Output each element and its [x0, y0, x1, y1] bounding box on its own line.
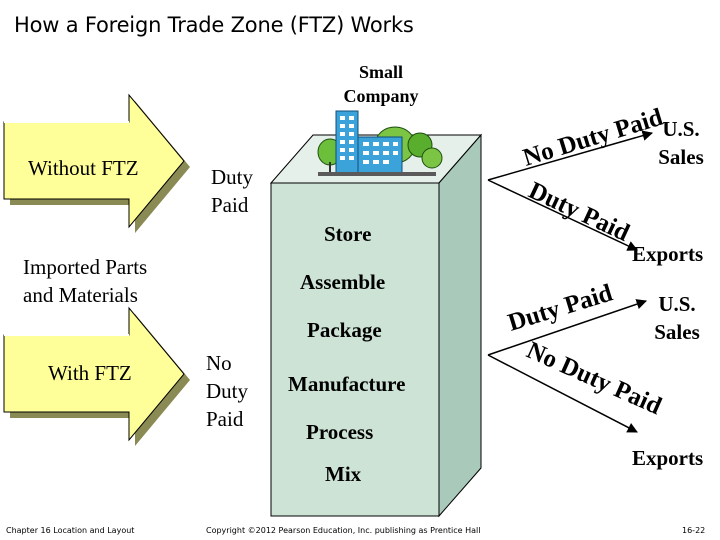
- without-ftz-label: Without FTZ: [28, 156, 139, 180]
- top-no-duty-paid-label: No Duty Paid: [520, 104, 666, 172]
- factory-building-icon: [317, 110, 443, 176]
- with-ftz-duty-line1: No: [206, 351, 232, 375]
- company-label-line1: Small: [358, 62, 403, 82]
- bottom-us-sales-line1: U.S.: [658, 292, 696, 316]
- top-exports-label: Exports: [632, 242, 704, 266]
- top-us-sales-line1: U.S.: [662, 117, 700, 141]
- activity-package: Package: [307, 318, 382, 342]
- slide-title: How a Foreign Trade Zone (FTZ) Works: [14, 13, 414, 37]
- top-us-sales-label: U.S. Sales: [648, 115, 714, 171]
- company-label-line2: Company: [343, 86, 419, 106]
- bottom-no-duty-paid-label: No Duty Paid: [523, 337, 666, 420]
- activity-process: Process: [306, 420, 374, 444]
- activity-assemble: Assemble: [300, 270, 386, 294]
- with-ftz-duty-line2: Duty: [206, 379, 248, 403]
- with-ftz-duty: No Duty Paid: [206, 349, 248, 433]
- top-us-sales-line2: Sales: [658, 145, 704, 169]
- bottom-arrow-exports: [487, 354, 638, 433]
- without-ftz-duty: Duty Paid: [211, 163, 253, 219]
- without-ftz-arrow: [3, 93, 190, 233]
- footer-page-number: 16-22: [682, 526, 706, 535]
- imported-parts-line1: Imported Parts: [23, 255, 148, 279]
- with-ftz-arrow: [3, 306, 190, 446]
- footer-chapter: Chapter 16 Location and Layout: [6, 526, 135, 535]
- activity-mix: Mix: [325, 462, 362, 486]
- top-duty-paid-label: Duty Paid: [524, 177, 633, 247]
- with-ftz-duty-line3: Paid: [206, 407, 244, 431]
- bottom-arrow-us-sales: [487, 299, 647, 356]
- bottom-us-sales-line2: Sales: [654, 320, 700, 344]
- with-ftz-label: With FTZ: [48, 361, 132, 385]
- imported-parts-label: Imported Parts and Materials: [23, 253, 147, 309]
- without-ftz-duty-line2: Paid: [211, 193, 249, 217]
- imported-parts-line2: and Materials: [23, 283, 138, 307]
- company-label: Small Company: [339, 60, 423, 108]
- without-ftz-duty-line1: Duty: [211, 165, 253, 189]
- bottom-duty-paid-label: Duty Paid: [505, 279, 616, 336]
- activity-manufacture: Manufacture: [288, 372, 406, 396]
- footer-copyright: Copyright ©2012 Pearson Education, Inc. …: [206, 526, 481, 535]
- bottom-exports-label: Exports: [632, 446, 704, 470]
- bottom-us-sales-label: U.S. Sales: [644, 290, 710, 346]
- activity-store: Store: [324, 222, 372, 246]
- top-arrow-us-sales: [487, 130, 654, 181]
- top-arrow-exports: [487, 179, 638, 251]
